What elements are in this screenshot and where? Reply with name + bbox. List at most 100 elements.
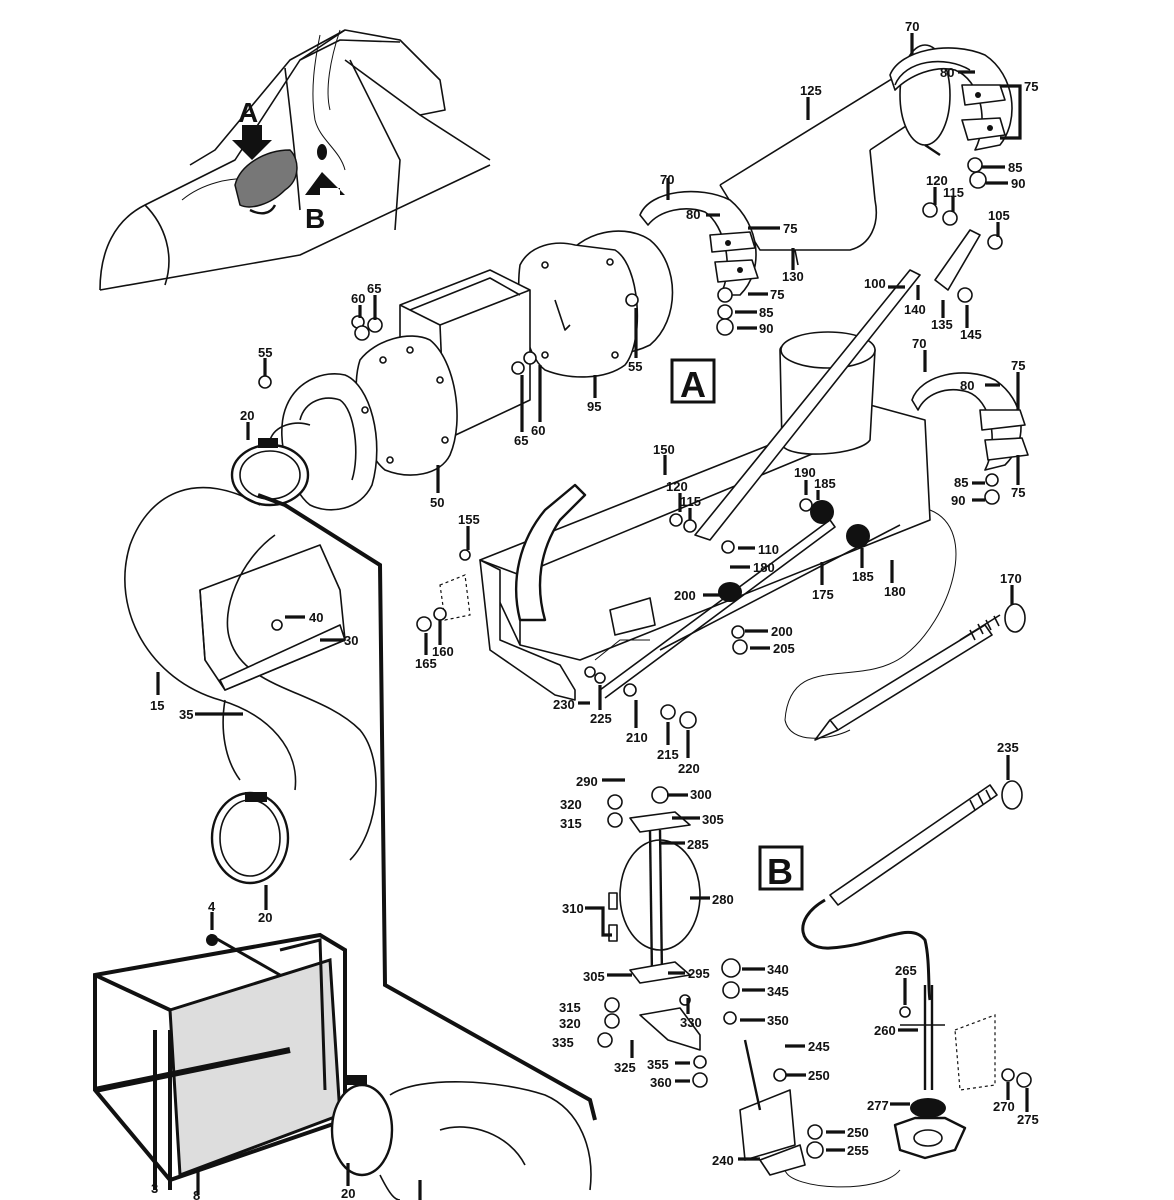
part-label: 300 [690, 787, 712, 802]
part-label: 360 [650, 1075, 672, 1090]
part-label: 65 [514, 433, 528, 448]
part-label: 305 [583, 969, 605, 984]
leader-lines [153, 33, 1029, 1200]
part-label: 75 [1011, 485, 1025, 500]
part-label: 260 [874, 1023, 896, 1038]
part-label: 325 [614, 1060, 636, 1075]
part-label: 75 [770, 287, 784, 302]
valve-butterfly-280 [619, 829, 701, 976]
inlet-flange-50 [269, 335, 458, 511]
part-label: 120 [926, 173, 948, 188]
part-label: 15 [150, 698, 164, 713]
part-label: 4 [208, 899, 216, 914]
part-label: 155 [458, 512, 480, 527]
part-label: 320 [559, 1016, 581, 1031]
part-label: 225 [590, 711, 612, 726]
push-pull-control-235 [801, 780, 1023, 1090]
part-label: 250 [847, 1125, 869, 1140]
part-label: 275 [1017, 1112, 1039, 1127]
clamp-70-right [911, 372, 1029, 471]
callout-arrow-a: A [232, 97, 272, 160]
part-label: 125 [800, 83, 822, 98]
push-pull-control-170 [784, 509, 1026, 741]
grommet-200 [718, 582, 742, 602]
callout-label-a: A [238, 97, 258, 128]
clamp-bracket-75-mid [709, 231, 759, 283]
part-label: 100 [864, 276, 886, 291]
hardware-nuts-washers [258, 157, 1032, 1159]
part-label: 305 [702, 812, 724, 827]
part-label: 265 [895, 963, 917, 978]
lower-duct-hose [330, 1075, 592, 1200]
part-label: 75 [1011, 358, 1025, 373]
part-label: 180 [884, 584, 906, 599]
part-label: 105 [988, 208, 1010, 223]
adapter-flange-95 [517, 230, 674, 378]
part-label: 90 [951, 493, 965, 508]
grommet-277 [893, 1098, 967, 1160]
part-label: 80 [686, 207, 700, 222]
part-label: 200 [674, 588, 696, 603]
part-label: 90 [759, 321, 773, 336]
part-label: 85 [759, 305, 773, 320]
part-label: 280 [712, 892, 734, 907]
part-label: 200 [771, 624, 793, 639]
part-label: 320 [560, 797, 582, 812]
part-label: 60 [531, 423, 545, 438]
part-label: 55 [258, 345, 272, 360]
part-label: 65 [367, 281, 381, 296]
part-label: 295 [688, 966, 710, 981]
part-label: 130 [782, 269, 804, 284]
part-label: 40 [309, 610, 323, 625]
part-label: 85 [954, 475, 968, 490]
bellcrank-bracket [594, 597, 656, 661]
view-b-label-box: B [758, 845, 804, 892]
part-label: 310 [562, 901, 584, 916]
part-label: 75 [783, 221, 797, 236]
valve-arm-240 [739, 1039, 901, 1188]
callout-label-b: B [305, 203, 325, 234]
part-label: 175 [812, 587, 834, 602]
part-label: 335 [552, 1035, 574, 1050]
part-label: 240 [712, 1153, 734, 1168]
part-label: 245 [808, 1039, 830, 1054]
part-label: 160 [432, 644, 454, 659]
part-label: 115 [943, 185, 964, 200]
inlet-pipe-elbow [514, 483, 587, 622]
grommet-185-a [810, 500, 834, 524]
part-label: 8 [193, 1188, 200, 1200]
part-label: 50 [430, 495, 444, 510]
part-label: 20 [240, 408, 254, 423]
valve-plate-305-bottom [629, 961, 701, 1051]
view-a-label-box: A [670, 358, 716, 405]
part-label: 170 [1000, 571, 1022, 586]
muffler-tube-125 [719, 44, 951, 266]
part-label: 75 [1024, 79, 1038, 94]
part-label: 350 [767, 1013, 789, 1028]
part-label: 70 [905, 19, 919, 34]
part-label: 120 [666, 479, 688, 494]
part-label: 230 [553, 697, 575, 712]
part-label: 30 [344, 633, 358, 648]
part-label: 270 [993, 1099, 1015, 1114]
part-label: 115 [680, 494, 701, 509]
part-label: 95 [587, 399, 601, 414]
part-label: 290 [576, 774, 598, 789]
part-label: 235 [997, 740, 1019, 755]
part-label: 150 [653, 442, 675, 457]
clamp-bracket-75-top [961, 84, 1006, 141]
part-label: 250 [808, 1068, 830, 1083]
part-label: 315 [559, 1000, 581, 1015]
part-label: 180 [753, 560, 775, 575]
part-number-labels: 70 80 75 125 85 90 120 115 105 130 100 1… [150, 19, 1039, 1200]
view-a-label: A [680, 364, 706, 405]
part-label: 110 [758, 542, 779, 557]
part-label: 20 [258, 910, 272, 925]
part-label: 20 [341, 1186, 355, 1200]
part-label: 220 [678, 761, 700, 776]
part-label: 80 [940, 65, 954, 80]
part-label: 185 [852, 569, 874, 584]
part-label: 210 [626, 730, 648, 745]
part-label: 55 [628, 359, 642, 374]
